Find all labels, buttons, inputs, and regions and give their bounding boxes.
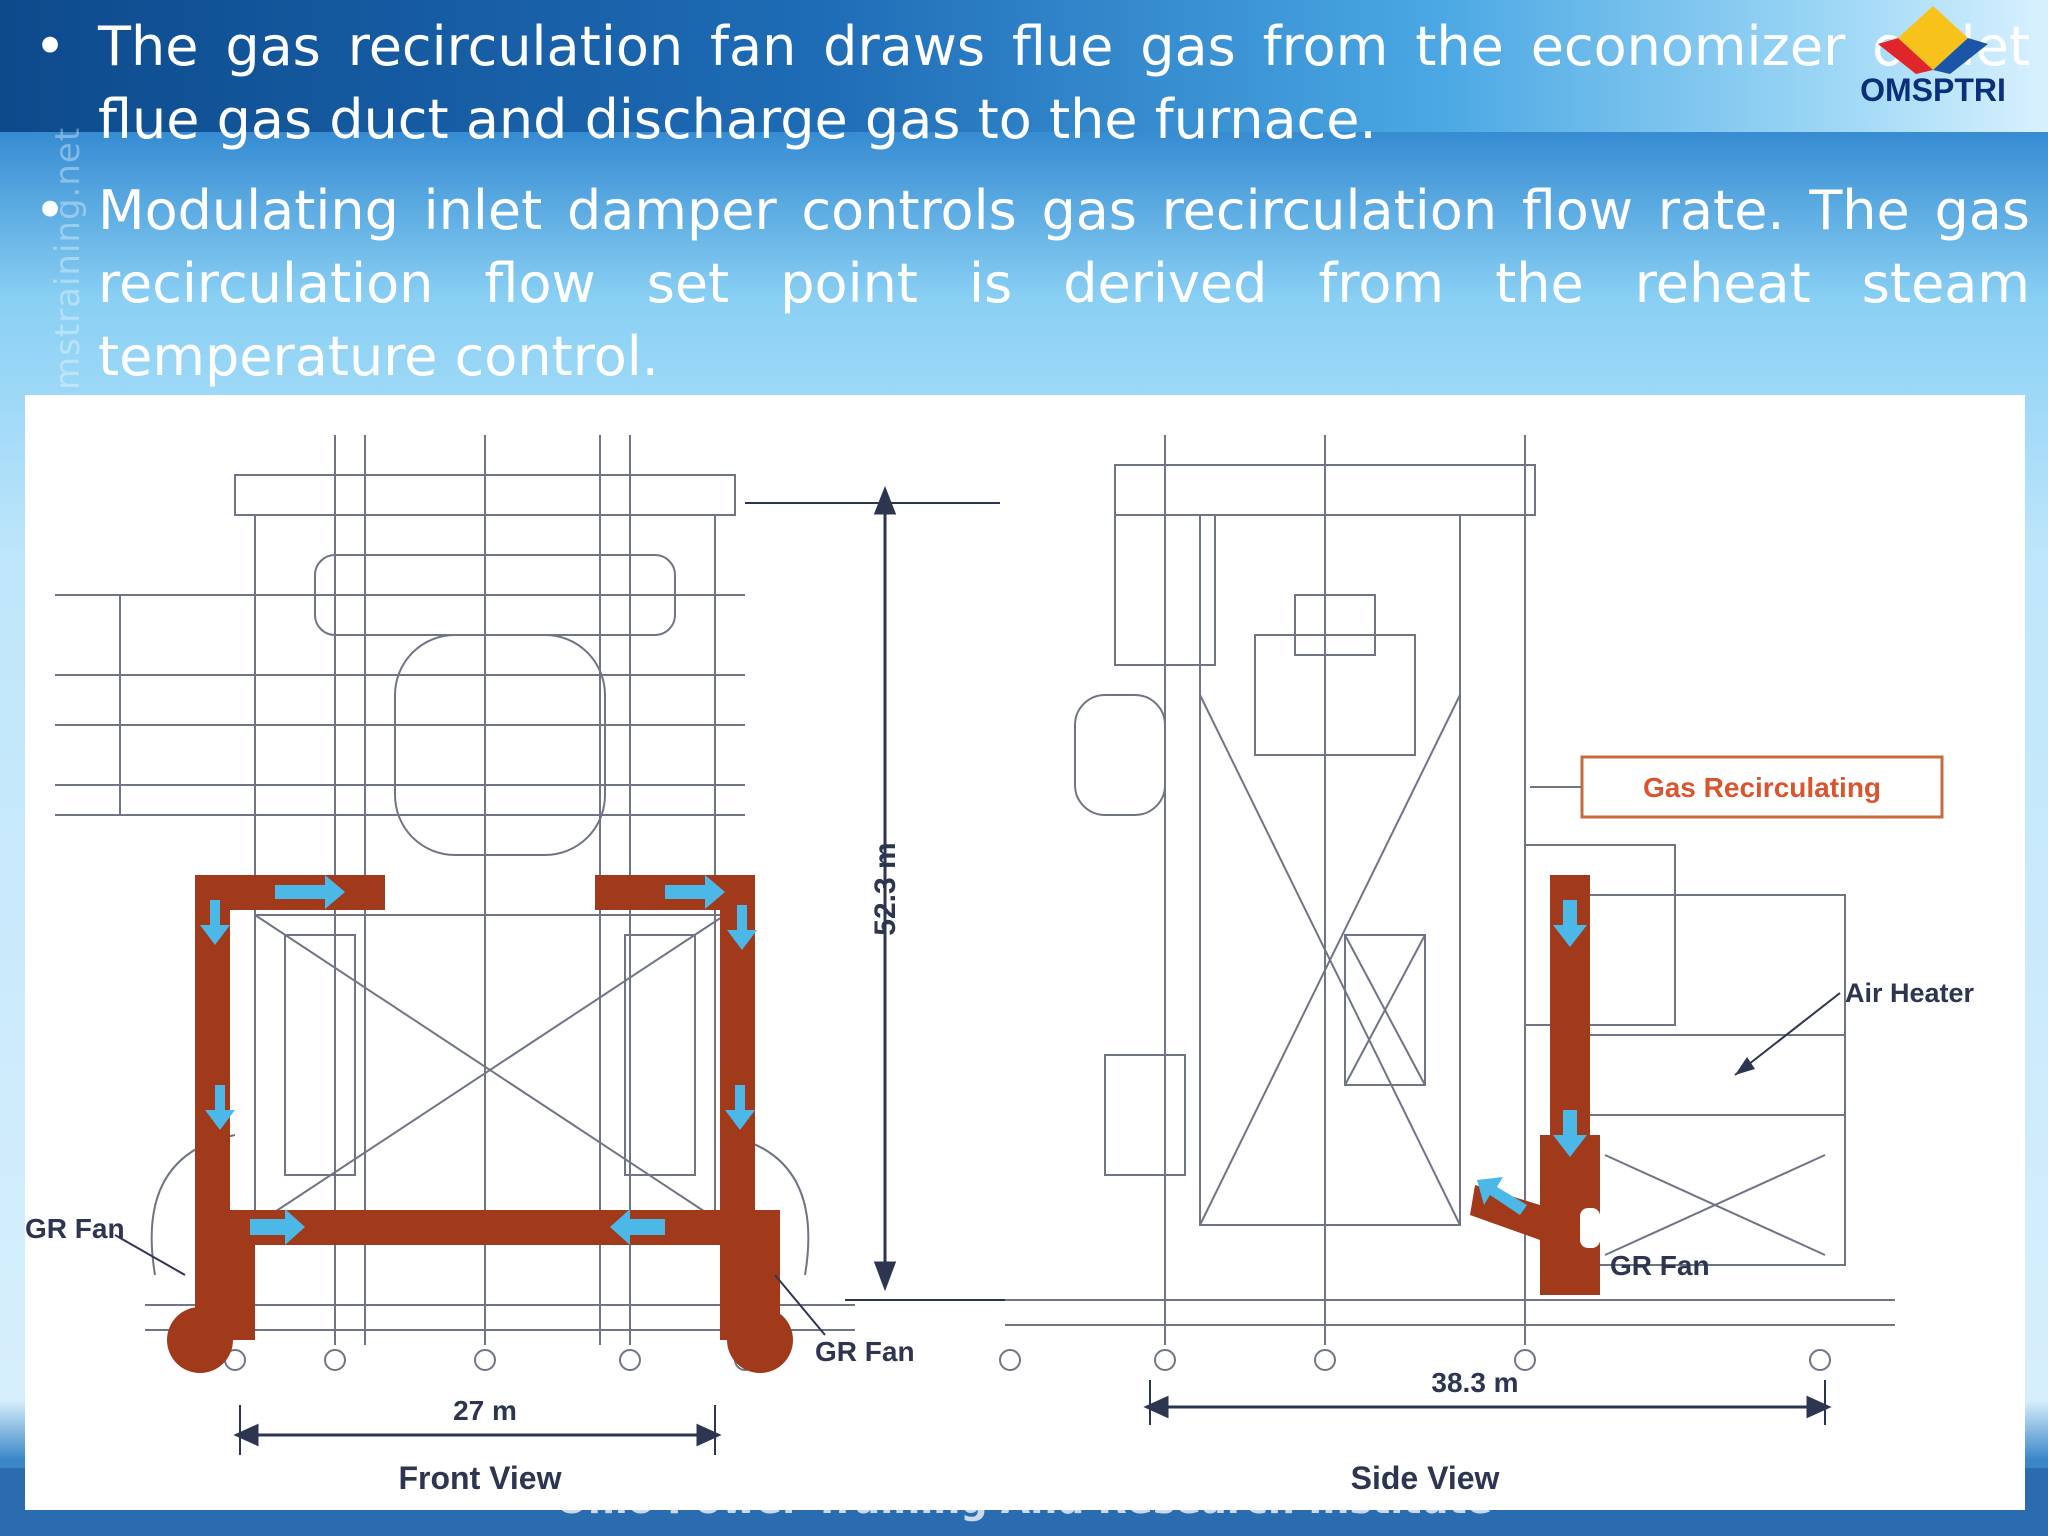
side-width-dimension: [1143, 1380, 1832, 1425]
callout-text: Gas Recirculating: [1643, 772, 1881, 803]
gr-fan-label-side: GR Fan: [1610, 1250, 1710, 1281]
bullet-list: • The gas recirculation fan draws flue g…: [20, 10, 2030, 411]
height-label: 52.3 m: [869, 842, 902, 935]
flow-arrows-side: [1477, 900, 1587, 1215]
boiler-drawing: 52.3 m 27 m Front View GR Fan GR Fan: [25, 435, 1975, 1496]
front-width-label: 27 m: [453, 1395, 517, 1426]
air-heater-label: Air Heater: [1845, 978, 1975, 1008]
omsptri-logo: [1878, 6, 1988, 74]
gr-fan-label-left: GR Fan: [25, 1213, 125, 1244]
side-view-structure: [999, 435, 1895, 1371]
gr-fan-leader-right: [774, 1274, 826, 1336]
air-heater-arrow-icon: [1735, 1057, 1755, 1075]
bullet-item: • The gas recirculation fan draws flue g…: [20, 10, 2030, 156]
side-view-caption: Side View: [1351, 1460, 1500, 1496]
gr-fan-leader-left: [114, 1234, 186, 1276]
gas-recirculating-callout: Gas Recirculating: [1530, 755, 1944, 819]
bullet-item: • Modulating inlet damper controls gas r…: [20, 174, 2030, 393]
front-view-caption: Front View: [399, 1460, 562, 1496]
gas-recirculation-duct-front: [167, 875, 793, 1373]
bullet-icon: •: [34, 179, 66, 242]
bullet-icon: •: [34, 15, 66, 78]
bullet-text: Modulating inlet damper controls gas rec…: [98, 179, 2030, 388]
bullet-text: The gas recirculation fan draws flue gas…: [98, 15, 2030, 151]
gas-recirculation-duct-side: [1470, 875, 1600, 1295]
title-bar: [0, 0, 2048, 132]
side-fan-inlet: [1580, 1208, 1600, 1248]
height-dimension: [745, 485, 1025, 1301]
boiler-diagram: 52.3 m 27 m Front View GR Fan GR Fan: [25, 395, 2025, 1510]
air-heater-leader: [1734, 992, 1841, 1076]
gr-fan-label-right: GR Fan: [815, 1336, 915, 1367]
front-width-dimension: [233, 1405, 722, 1455]
logo-text: OMSPTRI: [1860, 72, 2006, 108]
side-width-label: 38.3 m: [1431, 1367, 1518, 1398]
flow-arrows-front: [200, 875, 757, 1245]
